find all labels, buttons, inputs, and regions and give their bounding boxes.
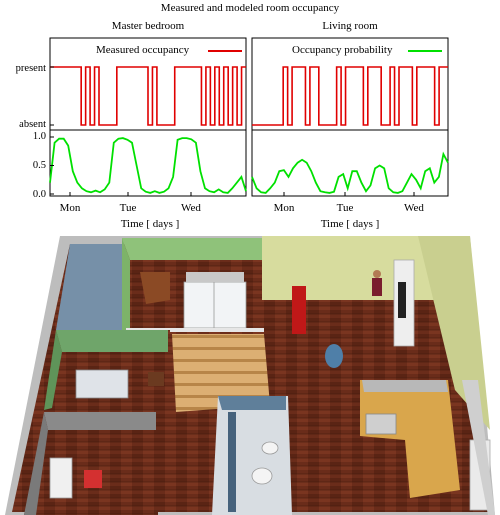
plot-frame-bottom: [49, 129, 247, 197]
desk: [49, 457, 73, 499]
red-sofa: [292, 286, 306, 334]
xtick-tue-master: Tue: [119, 202, 137, 214]
office-side-wall: [24, 412, 48, 515]
kitchen-counter: [360, 380, 460, 498]
ytick-absent: absent: [19, 119, 46, 130]
closet-wall: [56, 244, 122, 330]
xtick-mon-master: Mon: [59, 202, 81, 214]
occupancy-probability-line: [251, 151, 449, 194]
ytick-0.5: 0.5: [32, 160, 46, 171]
occupancy-charts: [49, 37, 449, 197]
bathroom-wall: [218, 396, 286, 410]
xlabel-living: Time [ days ]: [320, 218, 380, 230]
legend-label-measured: Measured occupancy: [96, 44, 190, 56]
xtick-wed-living: Wed: [404, 202, 424, 214]
robot: [325, 344, 343, 368]
person: [373, 270, 381, 278]
left-bedroom-side-wall: [44, 330, 62, 410]
partition-wall: [126, 328, 264, 332]
person-body: [372, 278, 382, 296]
bed-headboard: [186, 272, 244, 282]
floor-plan-render: [5, 236, 495, 515]
measured-occupancy-line: [50, 66, 246, 126]
panel-title-living-room: Living room: [322, 20, 378, 32]
master-bedroom-wall: [122, 238, 262, 260]
master-bedroom-side-wall: [122, 238, 130, 330]
legend-swatch-red: [208, 50, 242, 52]
stove: [365, 413, 397, 435]
legend-swatch-green: [408, 50, 442, 52]
master-bed-right: [213, 281, 247, 329]
ytick-1.0: 1.0: [32, 131, 46, 142]
panel-title-master-bedroom: Master bedroom: [111, 20, 185, 32]
legend-label-probability: Occupancy probability: [292, 44, 393, 56]
sink: [261, 441, 279, 455]
kitchen-wall: [362, 380, 448, 392]
master-bed-left: [183, 281, 217, 329]
staircase: [172, 334, 270, 412]
bathroom-inner-wall: [228, 412, 236, 512]
toilet: [251, 467, 273, 485]
legend-measured: Measured occupancy: [96, 44, 246, 58]
measured-occupancy-line: [252, 66, 448, 126]
xtick-mon-living: Mon: [273, 202, 295, 214]
occupancy-probability-line: [49, 137, 247, 194]
bathroom: [212, 396, 292, 515]
figure-title: Measured and modeled room occupancy: [160, 2, 340, 14]
xlabel-master: Time [ days ]: [120, 218, 180, 230]
office-wall: [44, 412, 156, 430]
left-bedroom-wall: [56, 330, 168, 352]
xtick-wed-master: Wed: [181, 202, 201, 214]
wardrobe: [140, 272, 170, 304]
ytick-present: present: [15, 63, 46, 74]
single-bed: [75, 369, 129, 399]
plot-frame-bottom: [251, 129, 449, 197]
nightstand: [148, 372, 164, 386]
legend-probability: Occupancy probability: [292, 44, 448, 58]
living-room-wall: [262, 236, 470, 300]
ytick-0.0: 0.0: [32, 189, 46, 200]
red-chair: [84, 470, 102, 488]
television: [398, 282, 406, 318]
xtick-tue-living: Tue: [336, 202, 354, 214]
right-outer-wall: [462, 380, 495, 515]
